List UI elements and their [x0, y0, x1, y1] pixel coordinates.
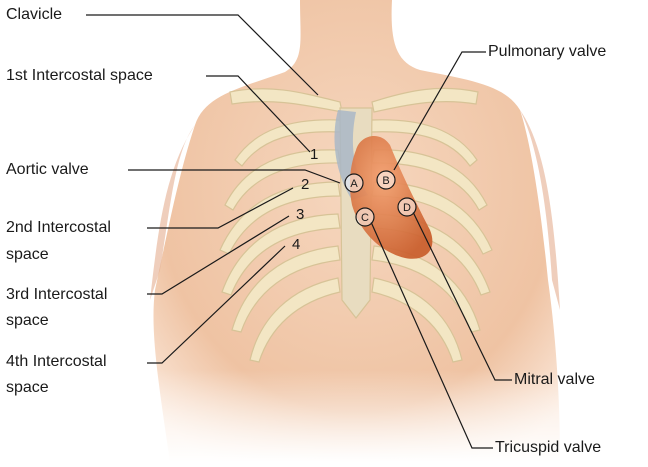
- rib-number-1: 1: [310, 146, 318, 163]
- valve-marker-d: D: [403, 202, 411, 214]
- label-third-intercostal-line2: space: [6, 311, 49, 331]
- label-second-intercostal-line2: space: [6, 245, 49, 265]
- valve-marker-a: A: [350, 178, 358, 190]
- label-pulmonary-valve: Pulmonary valve: [488, 42, 606, 62]
- label-aortic-valve: Aortic valve: [6, 160, 89, 180]
- label-mitral-valve: Mitral valve: [514, 370, 595, 390]
- label-first-intercostal: 1st Intercostal space: [6, 66, 153, 86]
- label-fourth-intercostal-line1: 4th Intercostal: [6, 352, 107, 372]
- rib-number-4: 4: [292, 236, 300, 253]
- label-third-intercostal-line1: 3rd Intercostal: [6, 285, 107, 305]
- valve-marker-c: C: [361, 212, 369, 224]
- label-second-intercostal-line1: 2nd Intercostal: [6, 218, 111, 238]
- rib-number-2: 2: [301, 176, 309, 193]
- rib-number-3: 3: [296, 206, 304, 223]
- label-fourth-intercostal-line2: space: [6, 378, 49, 398]
- label-clavicle: Clavicle: [6, 5, 62, 25]
- valve-marker-b: B: [382, 175, 389, 187]
- label-tricuspid-valve: Tricuspid valve: [495, 438, 601, 458]
